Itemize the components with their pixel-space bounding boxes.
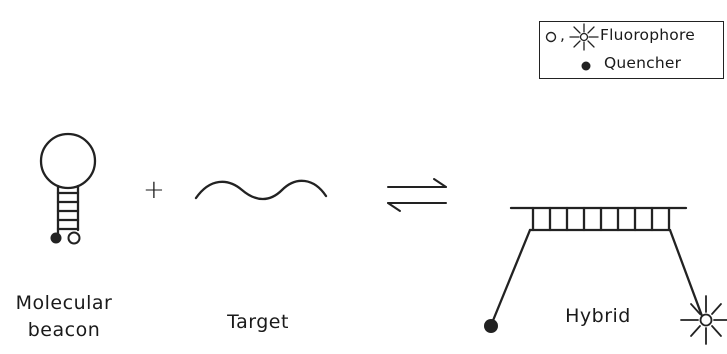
- hybrid-arm-left: [490, 228, 532, 325]
- target-strand: [194, 179, 328, 201]
- hybrid-quencher: [484, 319, 498, 333]
- hybrid-base-pairs: [531, 206, 671, 232]
- legend-separator: ,: [560, 26, 566, 44]
- beacon-quencher: [50, 232, 62, 244]
- label-molecular-beacon: Molecular beacon: [15, 292, 113, 341]
- plus-operator: +: [143, 175, 165, 205]
- legend-quencher-label: Quencher: [604, 54, 682, 72]
- hybrid-arm-right: [668, 228, 704, 318]
- beacon-loop: [39, 132, 97, 190]
- label-target: Target: [227, 311, 289, 333]
- label-hybrid: Hybrid: [565, 305, 631, 327]
- hybrid-fluorophore-glowing: [680, 295, 727, 345]
- legend: , Fluorophore Quencher: [539, 21, 724, 79]
- legend-fluorophore-label: Fluorophore: [600, 26, 695, 44]
- beacon-stem-rungs: [56, 191, 80, 231]
- quencher-filled-circle-icon: [581, 61, 591, 71]
- equilibrium-arrows: [387, 178, 447, 212]
- fluorophore-open-circle-icon: [545, 31, 557, 43]
- beacon-fluorophore: [67, 231, 81, 245]
- fluorophore-glowing-icon: [569, 23, 599, 51]
